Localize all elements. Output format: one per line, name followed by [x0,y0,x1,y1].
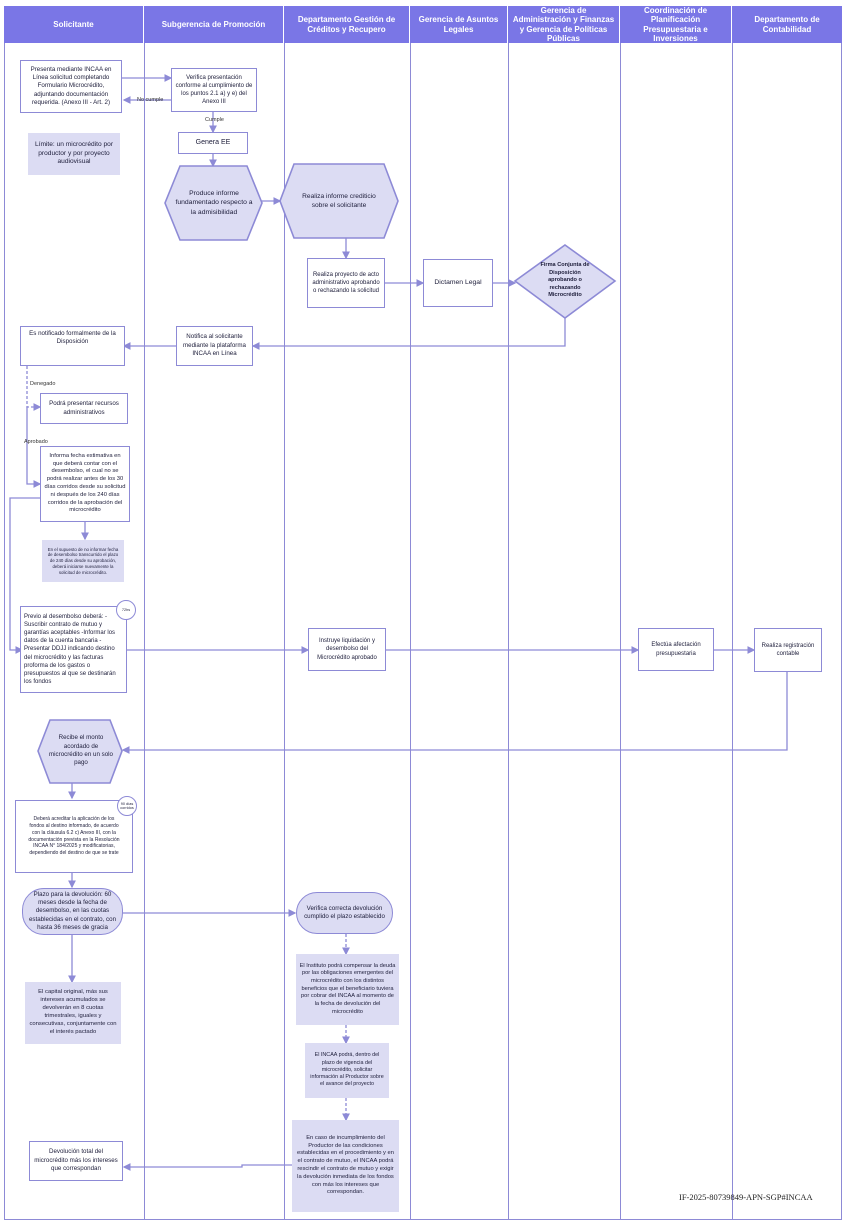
registra-text: Realiza registración contable [761,642,815,657]
realiza-proyecto-text: Realiza proyecto de acto administrativo … [312,271,380,295]
capital-note: El capital original, más sus intereses a… [25,982,121,1044]
produce-informe-label: Produce informe fundamentado respecto a … [170,184,258,222]
lane-header-creditos: Departamento Gestión de Créditos y Recup… [284,6,410,43]
lane-divider [410,43,411,1220]
lane-header-solicitante: Solicitante [4,6,144,43]
presenta-text: Presenta mediante INCAA en Línea solicit… [30,65,112,107]
lane-header-administracion: Gerencia de Administración y Finanzas y … [508,6,620,43]
recursos-text: Podrá presentar recursos administrativos [49,400,119,416]
hexagon-shape [164,165,263,241]
registracion-contable-box: Realiza registración contable [754,628,822,672]
notificado-box: Es notificado formalmente de la Disposic… [20,326,125,366]
firma-conjunta-label: Firma Conjunta de Disposición aprobando … [532,262,598,300]
notifica-box: Notifica al solicitante mediante la plat… [176,326,253,366]
efectua-afectacion-box: Efectúa afectación presupuestaria [638,628,714,671]
notificado-text: Es notificado formalmente de la Disposic… [29,330,116,346]
lane-divider [284,43,285,1220]
produce-text: Produce informe fundamentado respecto a … [175,190,253,216]
devolucion-text: Devolución total del microcrédito más lo… [34,1148,118,1173]
genera-ee-box: Genera EE [178,132,248,154]
document-id-footer: IF-2025-80739849-APN-SGP#INCAA [679,1192,813,1202]
acreditar-box: Deberá acreditar la aplicación de los fo… [15,800,133,873]
efectua-text: Efectúa afectación presupuestaria [651,642,701,657]
plazo-text: Plazo para la devolución: 60 meses desde… [28,890,117,932]
verifica-text: Verifica presentación conforme al cumpli… [175,74,253,106]
capital-text: El capital original, más sus intereses a… [29,989,117,1035]
compensar-note: El Instituto podrá compensar la deuda po… [296,954,399,1025]
verifica-presentacion-box: Verifica presentación conforme al cumpli… [171,68,257,112]
cumple-label: Cumple [205,117,224,123]
dictamen-legal-box: Dictamen Legal [423,259,493,307]
nota-240-text: En el supuesto de no informar fecha de d… [47,546,119,575]
incumplimiento-note: En caso de incumplimiento del Productor … [292,1120,399,1212]
lane-header-subgerencia: Subgerencia de Promoción [144,6,284,43]
limite-text: Límite: un microcrédito por productor y … [34,140,114,166]
badge-90-dias: 90 días corridos [117,796,137,816]
devolucion-total-box: Devolución total del microcrédito más lo… [29,1141,123,1181]
verifica-dev-text: Verifica correcta devolución cumplido el… [304,904,385,920]
recibe-monto-label: Recibe el monto acordado de microcrédito… [44,728,118,774]
aprobado-label: Aprobado [24,439,48,445]
lane-divider [144,43,145,1220]
dictamen-text: Dictamen Legal [434,279,482,287]
recursos-box: Podrá presentar recursos administrativos [40,393,128,424]
denegado-label: Denegado [30,381,56,387]
solicitar-info-note: El INCAA podrá, dentro del plazo de vige… [305,1043,389,1098]
informa-fecha-box: Informa fecha estimativa en que deberá c… [40,446,130,522]
realiza-informe-text: Realiza informe crediticio sobre el soli… [302,193,376,209]
limite-note: Límite: un microcrédito por productor y … [28,133,120,175]
lane-divider [732,43,733,1220]
realiza-informe-label: Realiza informe crediticio sobre el soli… [294,188,384,216]
diamond-shape [513,244,617,319]
no-cumple-label: No cumple [137,97,164,103]
hexagon-shape [279,163,399,239]
instruye-text: Instruye liquidación y desembolso del Mi… [317,638,377,661]
solicitar-text: El INCAA podrá, dentro del plazo de vige… [310,1052,384,1088]
presenta-solicitud-box: Presenta mediante INCAA en Línea solicit… [20,60,122,113]
genera-text: Genera EE [195,139,231,147]
incumplimiento-text: En caso de incumplimiento del Productor … [297,1134,394,1196]
notifica-text: Notifica al solicitante mediante la plat… [183,333,246,358]
acreditar-text: Deberá acreditar la aplicación de los fo… [28,816,120,856]
lane-header-planificacion: Coordinación de Planificación Presupuest… [620,6,732,43]
hexagon-shape [37,719,123,784]
instruye-box: Instruye liquidación y desembolso del Mi… [308,628,386,671]
lane-header-legales: Gerencia de Asuntos Legales [410,6,508,43]
compensar-text: El Instituto podrá compensar la deuda po… [299,962,396,1015]
informa-text: Informa fecha estimativa en que deberá c… [44,452,126,514]
verifica-devolucion-box: Verifica correcta devolución cumplido el… [296,892,393,934]
previo-desembolso-box: Previo al desembolso deberá: -Suscribir … [20,606,127,693]
firma-text: Firma Conjunta de Disposición aprobando … [540,262,590,299]
badge-72hs: 72hs [116,600,136,620]
lane-header-contabilidad: Departamento de Contabilidad [732,6,842,43]
previo-text: Previo al desembolso deberá: -Suscribir … [24,614,116,685]
lane-divider [620,43,621,1220]
lane-divider [508,43,509,1220]
nota-240-dias: En el supuesto de no informar fecha de d… [42,540,124,582]
realiza-proyecto-box: Realiza proyecto de acto administrativo … [307,258,385,308]
recibe-text: Recibe el monto acordado de microcrédito… [49,734,113,767]
plazo-devolucion-box: Plazo para la devolución: 60 meses desde… [22,888,123,935]
